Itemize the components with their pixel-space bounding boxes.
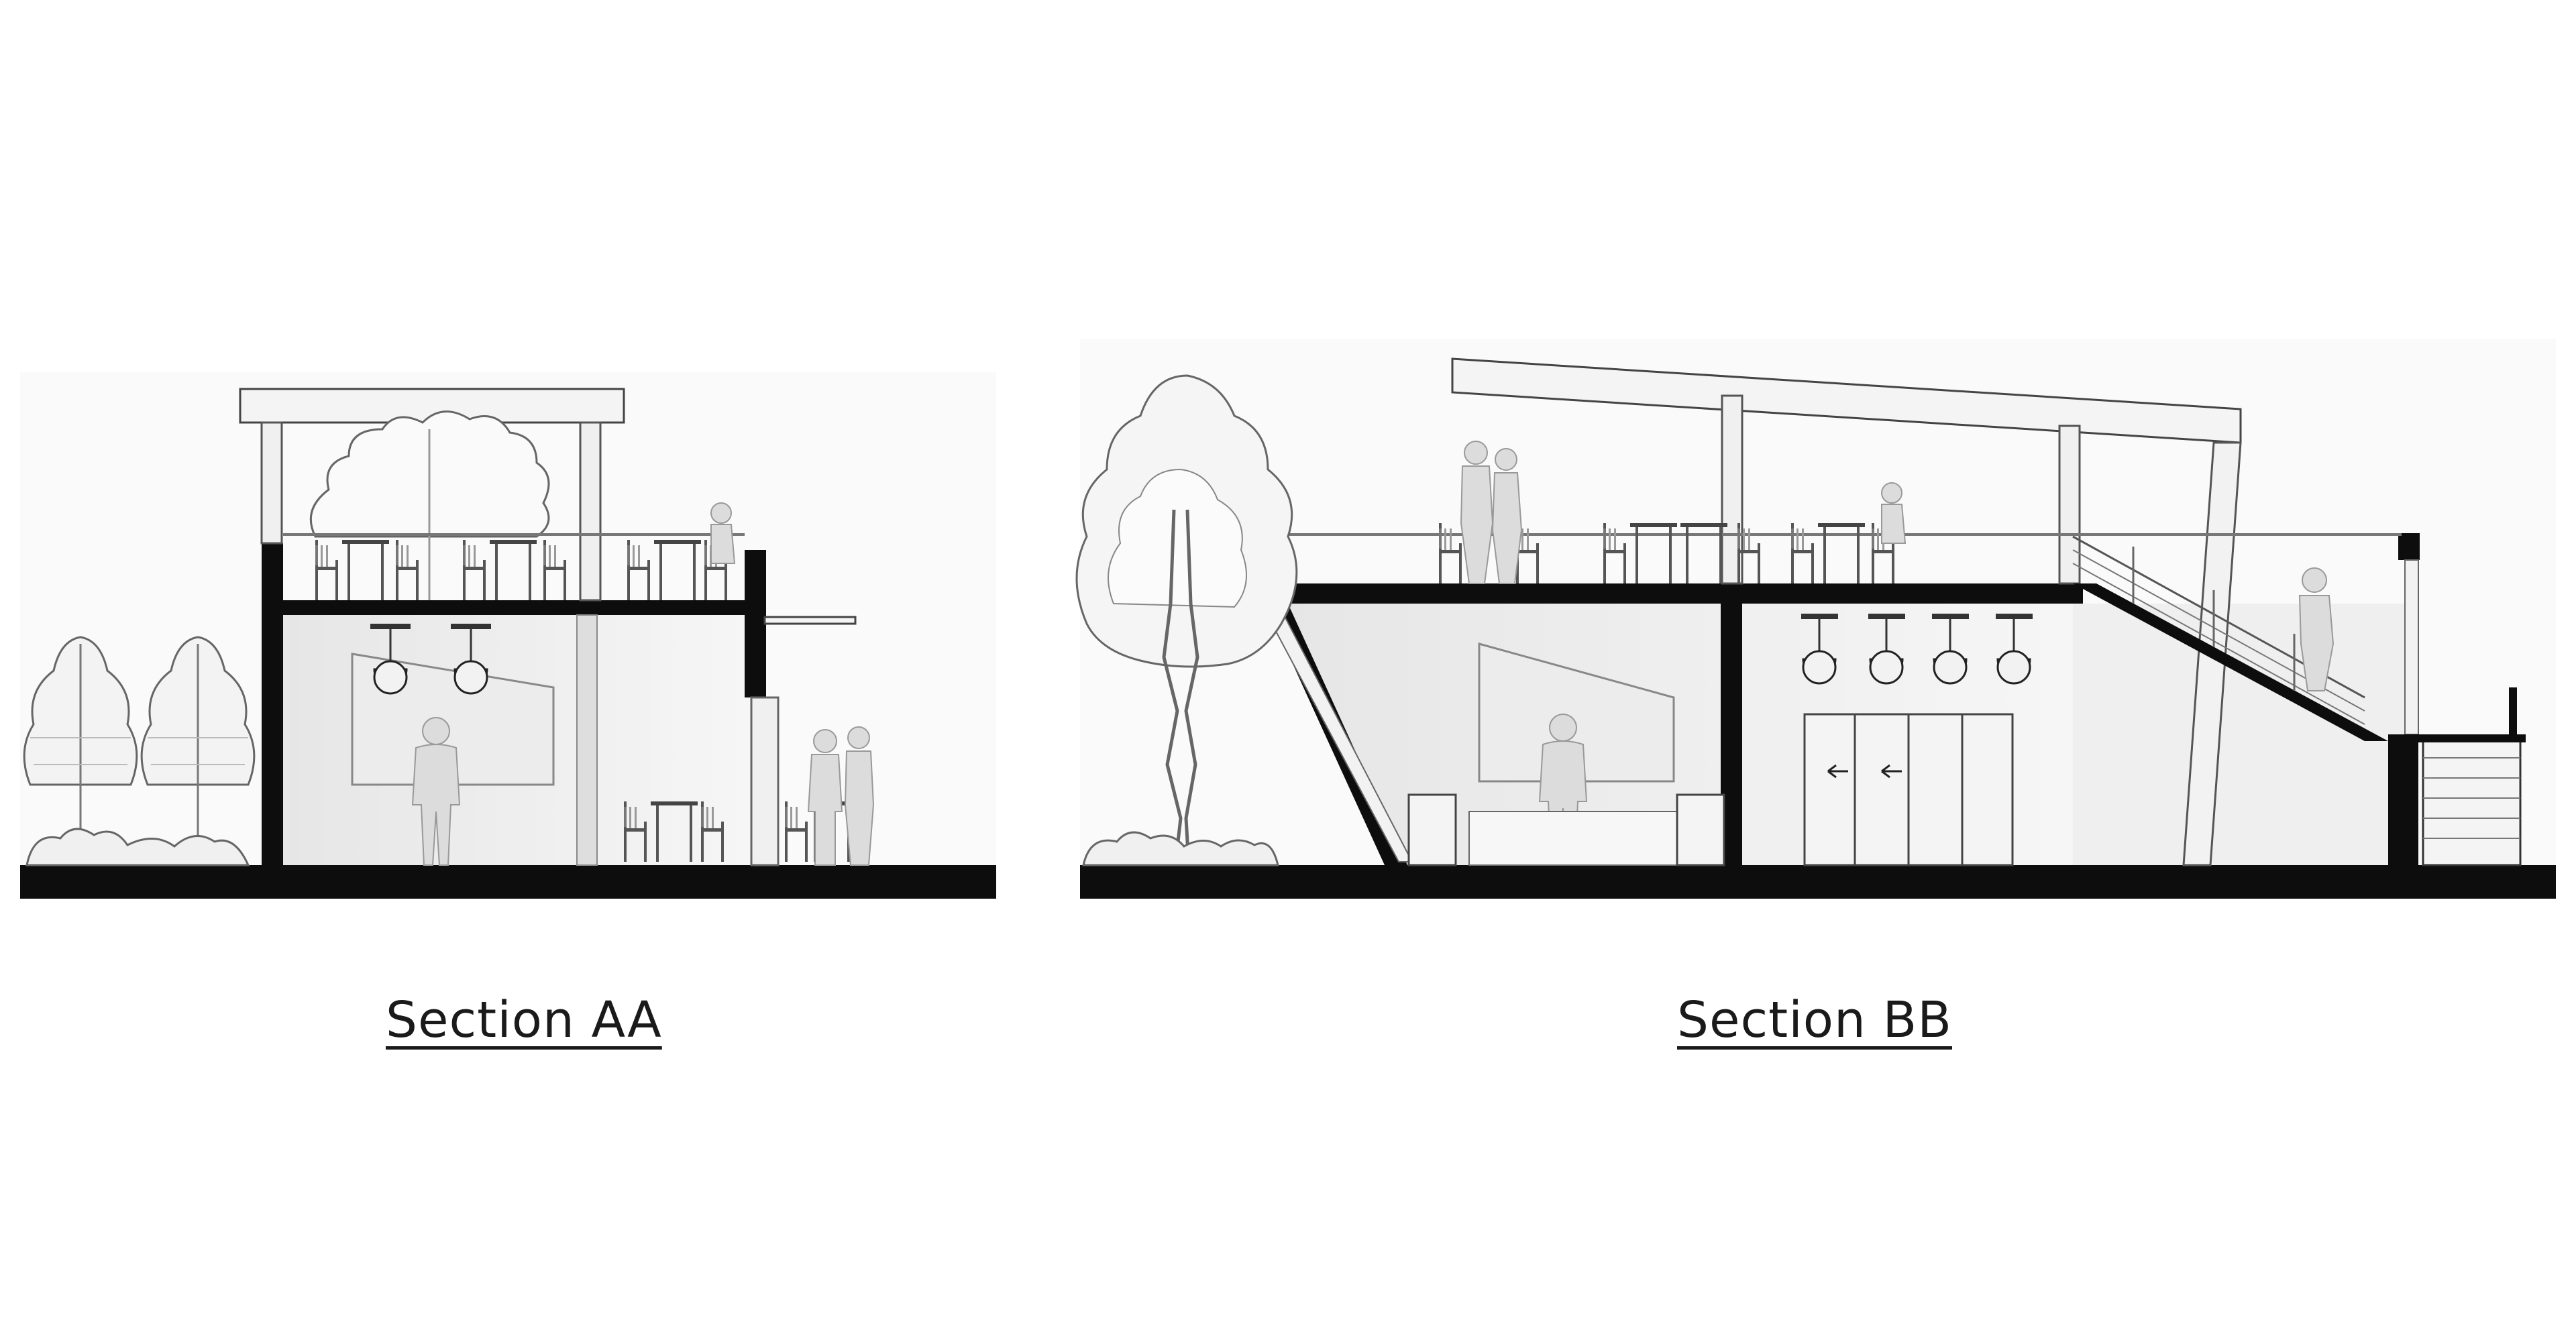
section-aa-caption: Section AA xyxy=(386,991,662,1049)
wall-left xyxy=(262,543,283,865)
ground-slab-bb xyxy=(1080,865,2556,899)
roof-railing xyxy=(283,533,745,536)
pergola-post-right xyxy=(579,421,602,602)
bar-pendants xyxy=(1801,614,2033,685)
pergola-post-left xyxy=(260,421,283,545)
staircase xyxy=(2072,535,2526,866)
person-stairs xyxy=(2298,567,2334,691)
wall-display-panel-bb xyxy=(1478,642,1675,783)
floor-slab xyxy=(262,600,766,615)
canopy xyxy=(763,616,857,625)
counters xyxy=(1407,793,1725,866)
wall-right-upper xyxy=(745,550,766,697)
section-bb-drawing xyxy=(1075,339,2556,899)
section-aa-drawing xyxy=(20,372,996,899)
glazing-stair xyxy=(2404,559,2419,735)
person-figure xyxy=(411,717,461,866)
seated-person xyxy=(710,502,736,564)
rooftop-seated-person xyxy=(1881,482,1907,544)
parapet-right xyxy=(2398,533,2420,560)
section-bb-caption: Section BB xyxy=(1677,991,1952,1049)
column-mid xyxy=(576,614,598,866)
trees-left xyxy=(23,636,256,866)
pendant-lights xyxy=(370,624,491,695)
roof-railing-bb xyxy=(1261,533,2402,536)
rooftop-couple xyxy=(1460,441,1523,584)
floor-slab-bb xyxy=(1258,583,2083,604)
roof-column-2 xyxy=(2058,425,2081,585)
large-tree xyxy=(1075,374,1298,866)
ground-slab xyxy=(20,865,996,899)
people-couple xyxy=(807,726,875,866)
glazing-right xyxy=(750,696,780,866)
sliding-doors xyxy=(1803,713,2014,866)
